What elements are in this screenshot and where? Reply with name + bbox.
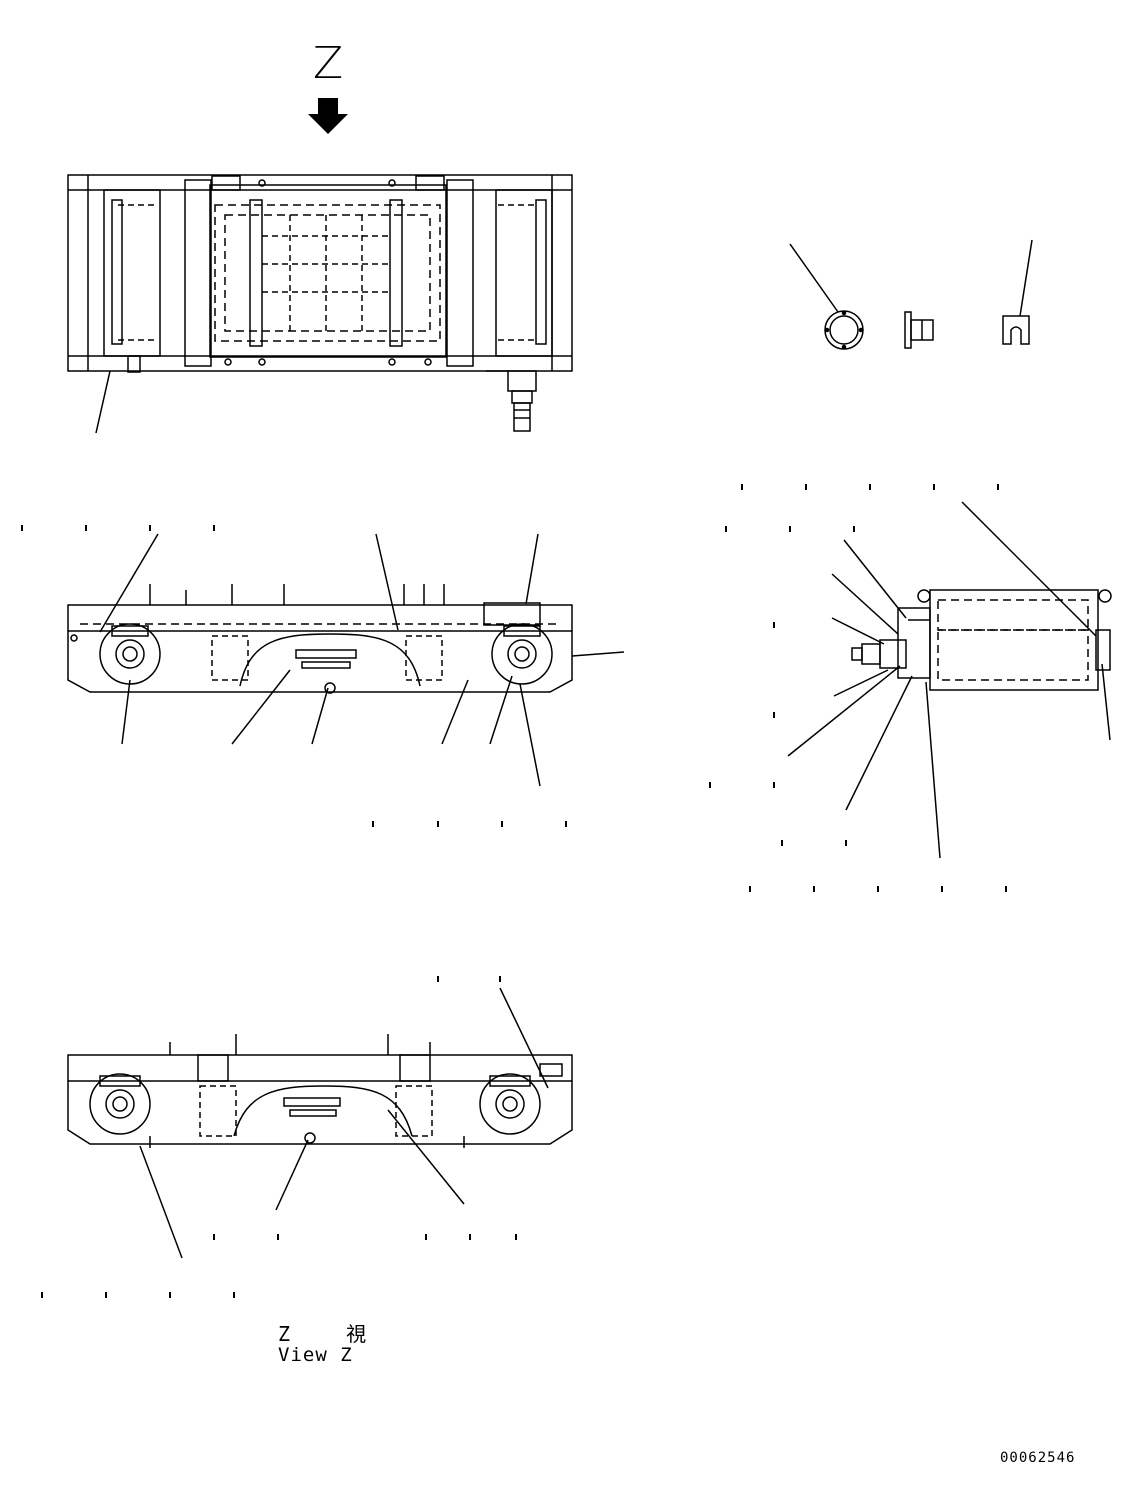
view-arrow-letter: Z (313, 38, 344, 89)
tick-mark (853, 526, 855, 532)
tick-mark (709, 782, 711, 788)
leader-line (1019, 239, 1033, 317)
tick-mark (813, 886, 815, 892)
view-caption-japanese: Z 視 (278, 1322, 389, 1346)
tick-mark (933, 484, 935, 490)
tick-mark (773, 712, 775, 718)
tick-mark (437, 976, 439, 982)
tick-mark (773, 622, 775, 628)
top-view-frame (67, 174, 573, 432)
tick-mark (845, 840, 847, 846)
side-view-leaders (99, 533, 625, 787)
small-parts (824, 310, 1030, 350)
tick-mark (21, 525, 23, 531)
tick-mark (372, 821, 374, 827)
tick-mark (515, 1234, 517, 1240)
tick-mark (169, 1292, 171, 1298)
tick-mark (213, 1234, 215, 1240)
leader-line (789, 243, 839, 313)
tick-mark (233, 1292, 235, 1298)
figure-number: 00062546 (1000, 1450, 1076, 1466)
tick-mark (781, 840, 783, 846)
tick-mark (213, 525, 215, 531)
tick-mark (437, 821, 439, 827)
tick-mark (725, 526, 727, 532)
view-caption-english: View Z (278, 1344, 353, 1366)
tick-mark (469, 1234, 471, 1240)
tick-mark (277, 1234, 279, 1240)
tick-mark (877, 886, 879, 892)
tick-mark (789, 526, 791, 532)
tick-mark (85, 525, 87, 531)
tick-mark (773, 782, 775, 788)
tick-mark (499, 976, 501, 982)
tick-mark (425, 1234, 427, 1240)
tick-mark (565, 821, 567, 827)
tick-mark (105, 1292, 107, 1298)
tick-mark (741, 484, 743, 490)
tick-mark (997, 484, 999, 490)
tick-mark (501, 821, 503, 827)
leader-line (95, 370, 111, 434)
view-z-frame (67, 1034, 573, 1148)
tick-mark (41, 1292, 43, 1298)
tick-mark (749, 886, 751, 892)
tick-mark (149, 525, 151, 531)
tick-mark (805, 484, 807, 490)
tick-mark (941, 886, 943, 892)
end-view-leaders (787, 501, 1111, 859)
tick-mark (1005, 886, 1007, 892)
tick-mark (869, 484, 871, 490)
view-z-leaders (139, 987, 549, 1259)
side-view-frame (67, 584, 573, 694)
end-view (851, 589, 1112, 691)
view-direction-arrow (308, 98, 348, 134)
